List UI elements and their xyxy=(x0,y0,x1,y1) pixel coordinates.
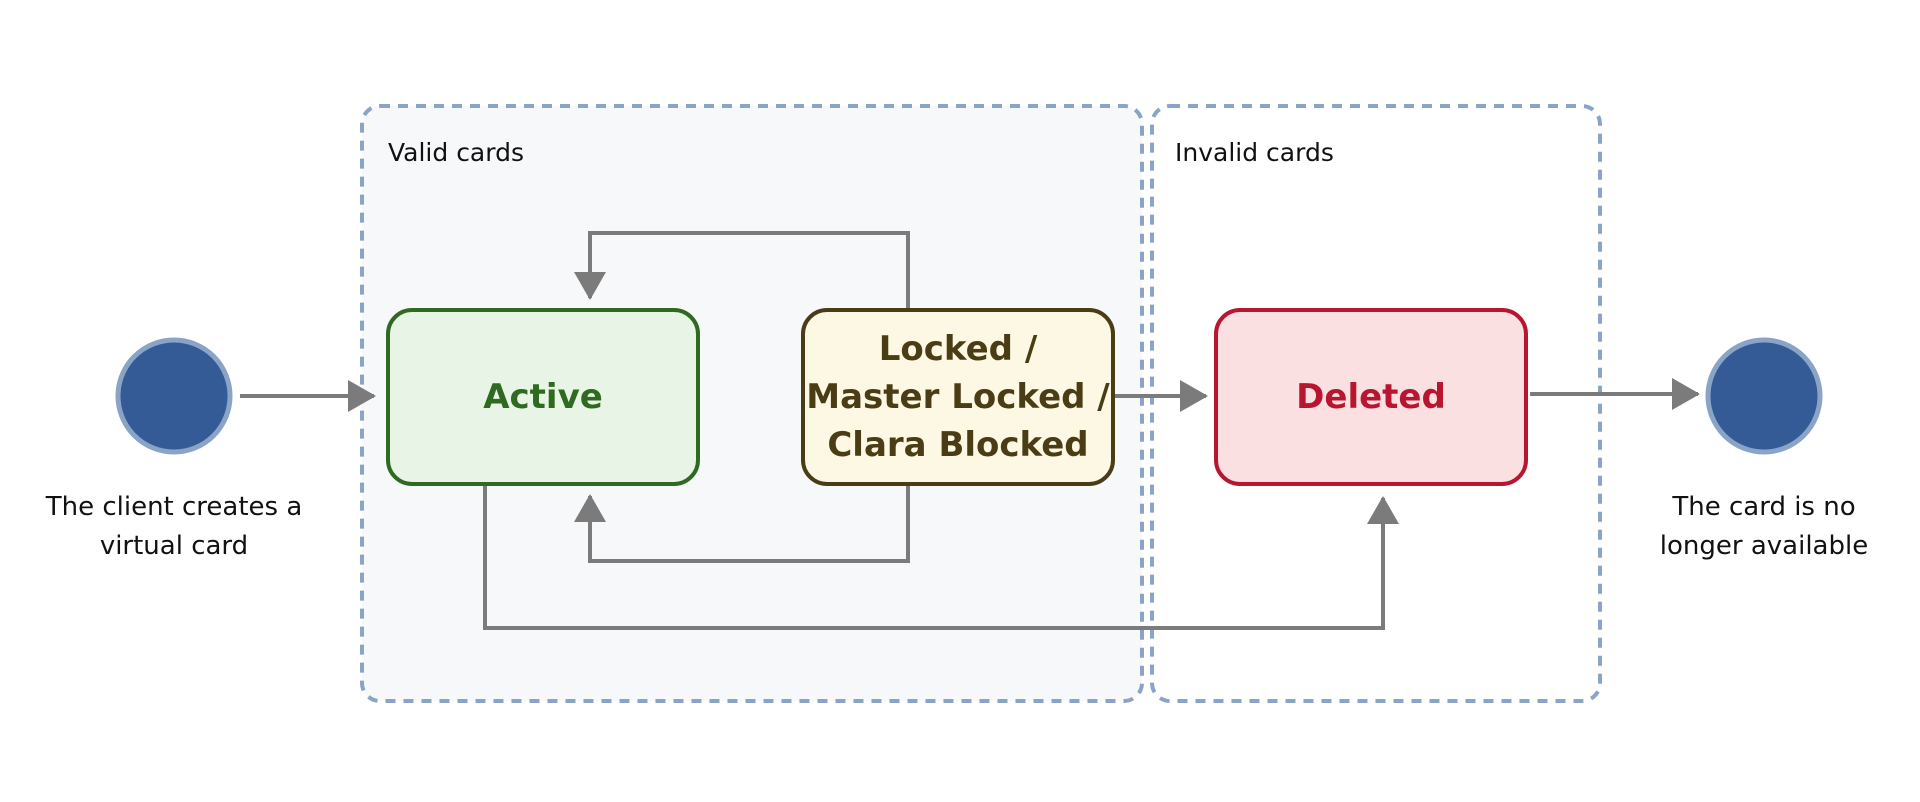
end-caption-line1: The card is no xyxy=(1671,492,1855,522)
valid-cards-label: Valid cards xyxy=(388,138,524,167)
start-caption-line1: The client creates a xyxy=(45,492,303,522)
end-node xyxy=(1705,337,1823,455)
end-caption-line2: longer available xyxy=(1660,531,1868,561)
active-state xyxy=(386,308,700,486)
start-caption-line2: virtual card xyxy=(100,531,248,561)
locked-state-label-line1: Locked / xyxy=(879,329,1038,369)
deleted-state-label: Deleted xyxy=(1296,377,1446,417)
active-to-deleted-arrow xyxy=(483,484,1399,630)
deleted-state xyxy=(1214,308,1528,486)
active-state-label: Active xyxy=(483,377,603,417)
locked-to-active-top-arrow xyxy=(574,231,910,310)
locked-state-label-line2: Master Locked / xyxy=(806,377,1110,417)
locked-to-active-bottom-arrow xyxy=(574,484,910,563)
transitions xyxy=(240,231,1700,630)
locked-state xyxy=(801,308,1115,486)
invalid-cards-label: Invalid cards xyxy=(1175,138,1334,167)
valid-cards-group xyxy=(360,104,1144,703)
start-node xyxy=(115,337,233,455)
locked-state-label-line3: Clara Blocked xyxy=(827,425,1088,465)
